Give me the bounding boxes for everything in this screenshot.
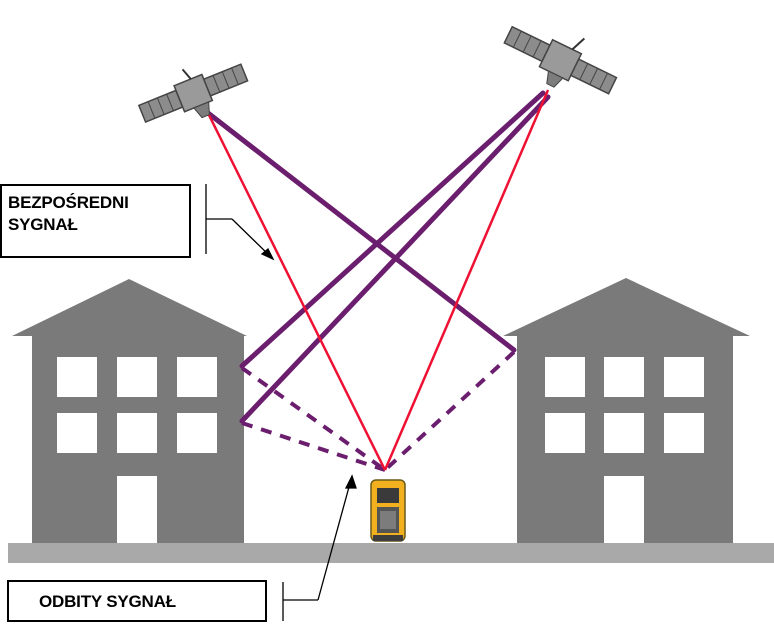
direct-signal-label-line1: BEZPOŚREDNI	[8, 193, 129, 212]
direct-signal-label: BEZPOŚREDNI SYGNAŁ	[0, 184, 191, 258]
satellite-icon	[137, 63, 249, 124]
right-building	[503, 278, 750, 543]
reflected-signal-bounced	[240, 350, 516, 472]
bounce-left-upper	[240, 366, 387, 472]
direct-signal-label-line2: SYGNAŁ	[8, 215, 78, 234]
left-building-windows	[57, 357, 217, 453]
direct-signal	[206, 89, 550, 471]
right-building-windows	[545, 357, 704, 453]
reflected-label-pointer	[282, 474, 357, 621]
direct-ray-right-sat	[383, 89, 550, 471]
right-building-door	[604, 476, 644, 543]
left-building-door	[117, 476, 157, 543]
reflected-signal-label: ODBITY SYGNAŁ	[7, 580, 267, 622]
satellite-icon	[503, 25, 618, 95]
reflected-signal-incoming	[205, 90, 551, 424]
left-building	[12, 279, 247, 543]
reflected-ray-right-sat-to-left-wall-upper	[239, 90, 546, 369]
direct-label-pointer	[205, 184, 275, 261]
reflected-ray-right-sat-to-left-wall-lower	[239, 94, 551, 424]
gps-receiver-icon	[370, 479, 406, 542]
bounce-left-lower	[241, 421, 386, 472]
reflected-signal-label-text: ODBITY SYGNAŁ	[39, 592, 176, 611]
ground	[8, 543, 774, 563]
bounce-right	[383, 350, 516, 472]
reflected-ray-left-sat-to-right-wall	[205, 110, 517, 353]
direct-ray-left-sat	[206, 112, 387, 471]
